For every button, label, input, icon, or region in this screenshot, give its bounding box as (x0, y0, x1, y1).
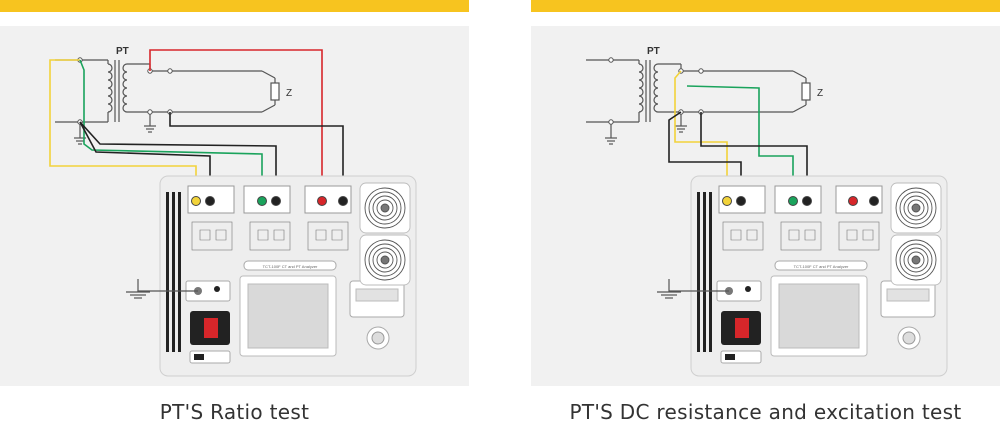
load-label: Z (286, 88, 292, 99)
transformer-label: PT (116, 46, 129, 57)
terminal-black[interactable] (736, 196, 746, 206)
load-circuit (150, 70, 280, 113)
fan-icon (890, 182, 942, 234)
terminal-x (608, 119, 614, 125)
terminal-block-input (243, 185, 291, 214)
power-switch-icon[interactable] (190, 311, 230, 345)
load-circuit (681, 70, 811, 113)
wire-green (686, 85, 794, 196)
vent-slots (166, 192, 181, 352)
terminal-yellow[interactable] (722, 196, 732, 206)
vent-slots (697, 192, 712, 352)
terminal-yellow[interactable] (191, 196, 201, 206)
display-screen[interactable] (778, 283, 860, 349)
wiring-diagram: PT Z (586, 46, 948, 377)
display-screen[interactable] (247, 283, 329, 349)
panel-ratio-test: PT (0, 0, 469, 443)
indicator-light (745, 286, 751, 292)
terminal-block-input (774, 185, 822, 214)
fan-icon (359, 182, 411, 234)
pt-transformer (611, 59, 682, 123)
knob-icon[interactable] (366, 326, 390, 350)
terminal-black[interactable] (869, 196, 879, 206)
indicator-light (214, 286, 220, 292)
instrument-title: TCT-100F CT and PT Analyzer (794, 264, 849, 269)
terminal-a (608, 57, 614, 63)
printer-icon[interactable] (880, 280, 936, 318)
accent-bar (531, 0, 1000, 12)
wire-black-secondary-2 (700, 112, 808, 196)
transformer-label: PT (647, 46, 660, 57)
printer-icon[interactable] (349, 280, 405, 318)
instrument-title: TCT-100F CT and PT Analyzer (263, 264, 318, 269)
wire-red (149, 49, 323, 196)
wire-black-secondary (169, 112, 344, 196)
instrument-unit: TCT-100F CT and PT Analyzer (690, 175, 948, 377)
terminal-green[interactable] (788, 196, 798, 206)
usb-icon[interactable] (189, 350, 231, 364)
wire-yellow (674, 70, 728, 196)
wire-green (79, 59, 263, 196)
terminal-black[interactable] (802, 196, 812, 206)
terminal-black[interactable] (338, 196, 348, 206)
terminal-black[interactable] (205, 196, 215, 206)
ground-icon (657, 279, 729, 299)
wire-black-secondary (668, 111, 742, 196)
accent-bar (0, 0, 469, 12)
wire-black-primary (79, 121, 277, 196)
wiring-diagram: PT (49, 46, 417, 377)
test-wires (668, 70, 808, 196)
mini-schematics (722, 221, 880, 251)
ground-icon (675, 118, 687, 133)
ground-icon (126, 279, 198, 299)
mini-schematics (191, 221, 349, 251)
caption: PT'S DC resistance and excitation test (569, 400, 962, 424)
ground-icon (144, 118, 156, 133)
panel-dc-resistance-test: PT Z (531, 0, 1000, 443)
terminal-green[interactable] (257, 196, 267, 206)
load-label: Z (817, 88, 823, 99)
fan-icon (890, 234, 942, 286)
test-wires (49, 49, 344, 196)
pt-transformer (80, 59, 151, 123)
terminal-black[interactable] (271, 196, 281, 206)
fan-icon (359, 234, 411, 286)
caption: PT'S Ratio test (159, 400, 310, 424)
usb-icon[interactable] (720, 350, 762, 364)
ground-icon (605, 124, 617, 145)
power-switch-icon[interactable] (721, 311, 761, 345)
instrument-unit: TCT-100F CT and PT Analyzer (159, 175, 417, 377)
knob-icon[interactable] (897, 326, 921, 350)
terminal-red[interactable] (317, 196, 327, 206)
terminal-red[interactable] (848, 196, 858, 206)
